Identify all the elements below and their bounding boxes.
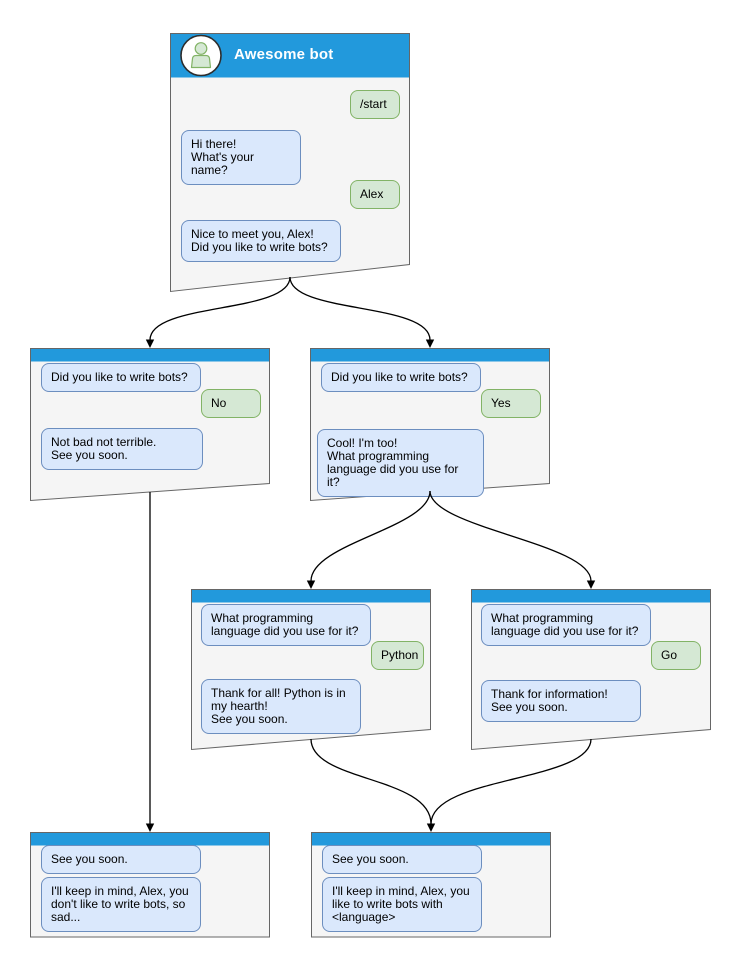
user-message-bubble[interactable]: /start — [350, 90, 400, 119]
bot-message-bubble[interactable]: I'll keep in mind, Alex, you don't like … — [41, 877, 201, 932]
titlebar-strip — [30, 348, 270, 362]
titlebar-strip — [311, 832, 551, 846]
bot-message-bubble[interactable]: Hi there! What's your name? — [181, 130, 301, 185]
bot-message-bubble[interactable]: Thank for all! Python is in my hearth! S… — [201, 679, 361, 734]
node-end-no[interactable]: See you soon. I'll keep in mind, Alex, y… — [30, 832, 270, 938]
edge-branch-no-to-end-no[interactable] — [145, 492, 155, 832]
user-message-bubble[interactable]: Yes — [481, 389, 541, 418]
bot-message-bubble[interactable]: See you soon. — [41, 845, 201, 874]
bot-message-bubble[interactable]: What programming language did you use fo… — [201, 604, 371, 646]
bot-message-bubble[interactable]: Thank for information! See you soon. — [481, 680, 641, 722]
node-lang-go[interactable]: What programming language did you use fo… — [471, 589, 711, 751]
titlebar-strip — [310, 348, 550, 362]
bot-message-bubble[interactable]: Did you like to write bots? — [321, 363, 481, 392]
user-message-bubble[interactable]: Go — [651, 641, 701, 670]
node-branch-no[interactable]: Did you like to write bots? No Not bad n… — [30, 348, 270, 502]
edge-python-to-end-yes[interactable] — [310, 738, 432, 825]
bot-title: Awesome bot — [234, 46, 334, 63]
node-branch-yes[interactable]: Did you like to write bots? Yes Cool! I'… — [310, 348, 550, 502]
node-start-window[interactable]: Awesome bot /start Hi there! What's your… — [170, 33, 410, 293]
edge-branch-yes-to-go[interactable] — [429, 490, 596, 589]
edge-go-to-end-yes[interactable] — [426, 738, 592, 832]
user-message-bubble[interactable]: Python — [371, 641, 424, 670]
bot-avatar-icon — [180, 34, 222, 77]
bot-message-bubble[interactable]: See you soon. — [322, 845, 482, 874]
titlebar-strip — [30, 832, 270, 846]
edge-branch-yes-to-python[interactable] — [306, 490, 431, 589]
user-message-bubble[interactable]: Alex — [350, 180, 400, 209]
node-end-yes[interactable]: See you soon. I'll keep in mind, Alex, y… — [311, 832, 551, 938]
bot-message-bubble[interactable]: I'll keep in mind, Alex, you like to wri… — [322, 877, 482, 932]
bot-message-bubble[interactable]: Nice to meet you, Alex! Did you like to … — [181, 220, 341, 262]
bot-message-bubble[interactable]: Cool! I'm too! What programming language… — [317, 429, 484, 497]
window-titlebar: Awesome bot — [170, 33, 410, 78]
titlebar-strip — [191, 589, 431, 603]
bot-message-bubble[interactable]: Not bad not terrible. See you soon. — [41, 428, 203, 470]
titlebar-strip — [471, 589, 711, 603]
bot-message-bubble[interactable]: What programming language did you use fo… — [481, 604, 651, 646]
node-lang-python[interactable]: What programming language did you use fo… — [191, 589, 431, 751]
bot-message-bubble[interactable]: Did you like to write bots? — [41, 363, 201, 392]
user-message-bubble[interactable]: No — [201, 389, 261, 418]
